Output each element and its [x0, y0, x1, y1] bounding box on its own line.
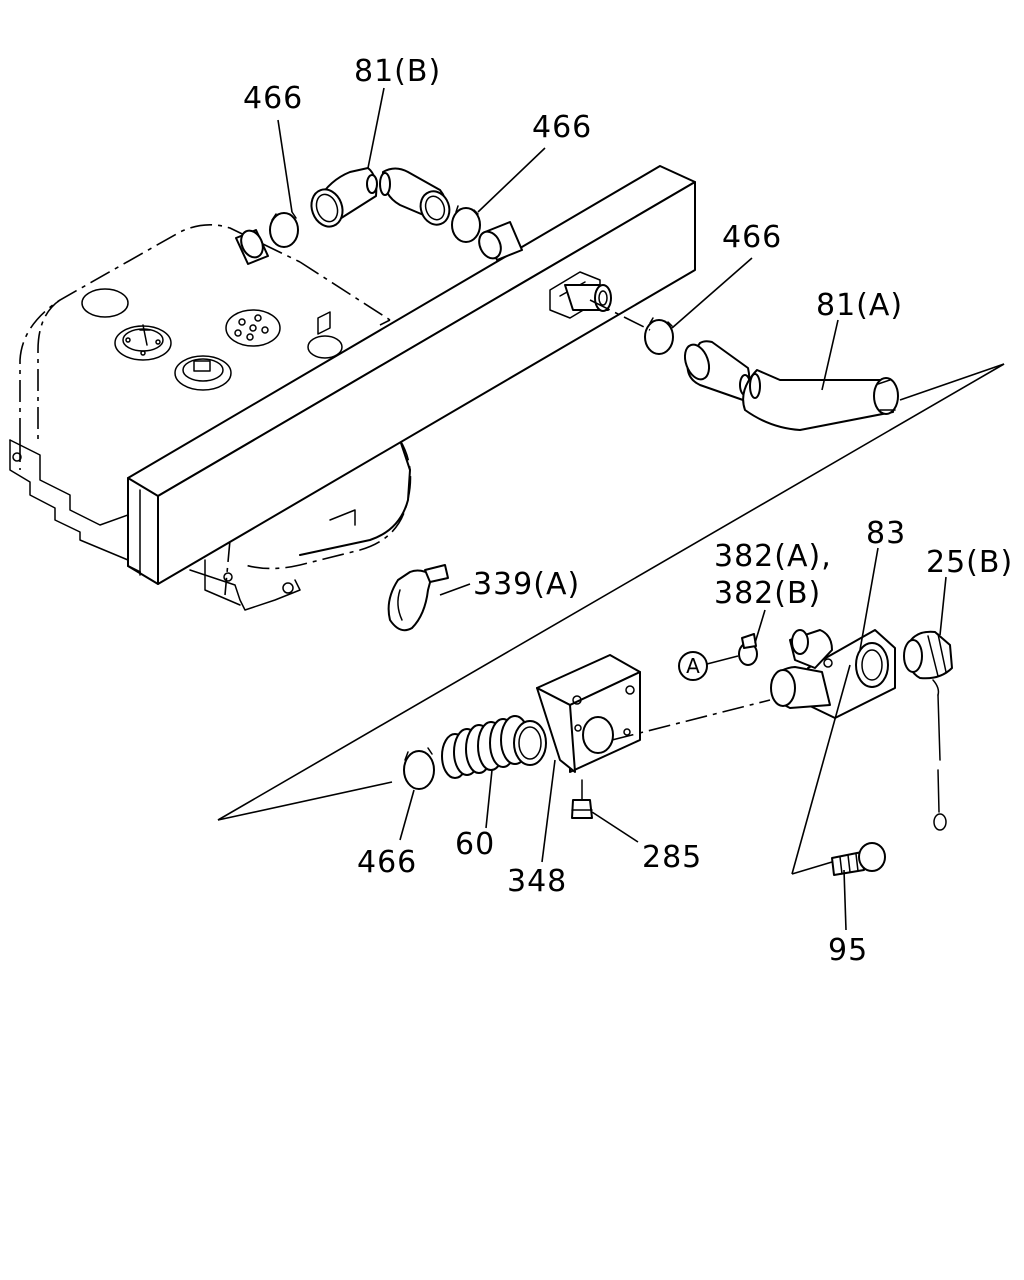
clamp-466-lower — [403, 747, 435, 790]
label-382a: 382(A), — [714, 539, 832, 574]
sender-unit — [174, 355, 232, 391]
tank-vent-unit — [225, 309, 281, 347]
fuel-tank — [19, 224, 412, 596]
leader-lines — [277, 87, 947, 931]
clamp-466-upper-left — [269, 211, 299, 248]
label-348: 348 — [507, 864, 567, 899]
label-60: 60 — [455, 827, 495, 862]
frame-rail — [9, 165, 696, 611]
hose-81b — [310, 167, 451, 228]
bracket-348 — [536, 654, 641, 773]
label-466-a: 466 — [243, 81, 303, 116]
label-339a: 339(A) — [473, 567, 580, 602]
label-466-d: 466 — [357, 845, 417, 880]
tank-plug — [307, 311, 343, 359]
label-95: 95 — [828, 933, 868, 968]
label-382b: 382(B) — [714, 576, 821, 611]
label-81b: 81(B) — [354, 54, 441, 89]
label-83: 83 — [866, 516, 906, 551]
clamp-382 — [738, 633, 758, 666]
filler-neck-83 — [770, 629, 896, 719]
hose-81a — [683, 340, 899, 431]
tank-cap-plain — [81, 288, 129, 318]
clamp-466-upper-right — [451, 205, 481, 243]
label-25b: 25(B) — [926, 545, 1013, 580]
label-285: 285 — [642, 840, 702, 875]
cap-25b — [903, 630, 953, 831]
bellows-60 — [441, 715, 547, 779]
label-466-c: 466 — [722, 220, 782, 255]
bolt-95 — [831, 842, 886, 876]
reference-a-label: A — [686, 654, 700, 678]
part-labels: 466 81(B) 466 466 81(A) 339(A) 382(A), 3… — [243, 54, 1013, 968]
bolt-285 — [571, 779, 593, 819]
label-81a: 81(A) — [816, 288, 903, 323]
clamp-466-right — [644, 317, 674, 355]
label-466-b: 466 — [532, 110, 592, 145]
band-339a — [387, 564, 449, 632]
reference-a-marker: A — [678, 651, 739, 681]
fuel-gauge-unit — [114, 324, 172, 361]
